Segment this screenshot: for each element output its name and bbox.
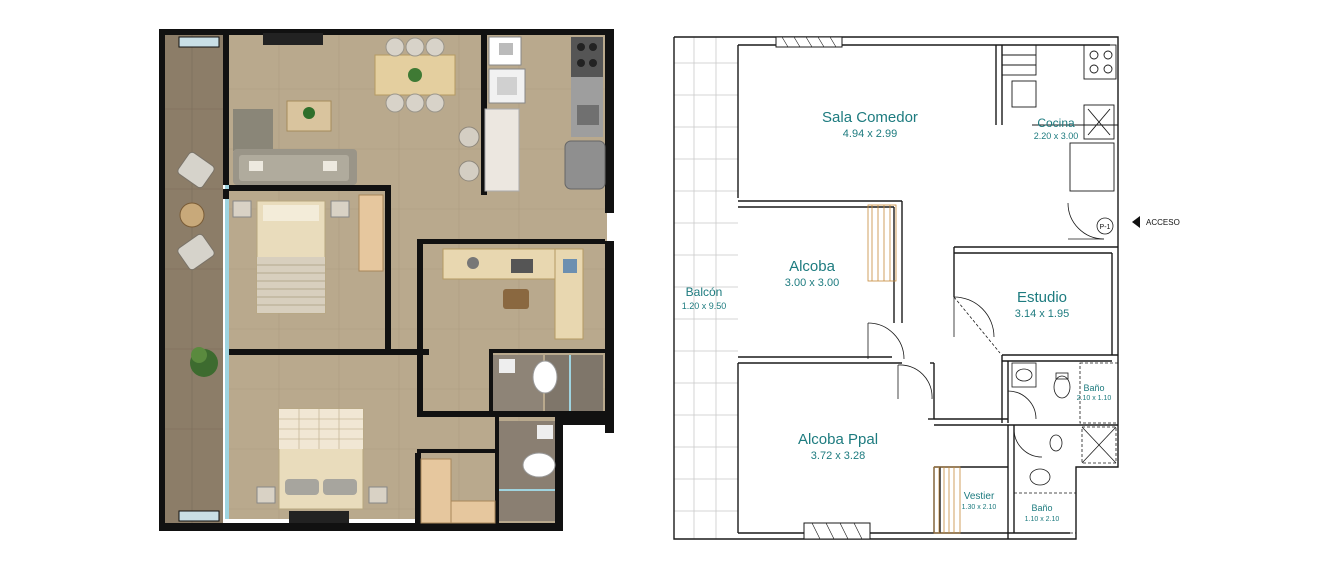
plan-kitchen bbox=[1001, 44, 1118, 192]
dining-set bbox=[374, 37, 456, 113]
room-dims-balcon: 1.20 x 9.50 bbox=[682, 301, 727, 311]
walk-in-closet bbox=[420, 458, 452, 524]
room-name-bano2: Baño bbox=[1031, 503, 1052, 513]
entry-label: ACCESO bbox=[1146, 218, 1180, 227]
room-dims-bano1: 2.10 x 1.10 bbox=[1077, 395, 1112, 402]
room-labels: Sala Comedor 4.94 x 2.99 Cocina 2.20 x 3… bbox=[682, 109, 1112, 523]
door-tag-label: P-1 bbox=[1100, 224, 1111, 231]
bedroom-bed bbox=[232, 200, 350, 314]
room-name-balcon: Balcón bbox=[686, 285, 723, 299]
wardrobe bbox=[358, 194, 384, 272]
room-dims-cocina: 2.20 x 3.00 bbox=[1034, 131, 1079, 141]
room-dims-bano2: 1.10 x 2.10 bbox=[1025, 516, 1060, 523]
room-dims-alcoba: 3.00 x 3.00 bbox=[785, 277, 839, 289]
bathroom2-fixtures bbox=[499, 421, 556, 521]
room-dims-alcoba-ppal: 3.72 x 3.28 bbox=[811, 450, 865, 462]
entry-pointer-icon bbox=[1132, 216, 1140, 228]
plan-closets bbox=[867, 204, 961, 534]
room-name-bano1: Baño bbox=[1083, 383, 1104, 393]
balcony-tiles bbox=[674, 37, 738, 539]
door-tag bbox=[1096, 217, 1114, 235]
room-name-alcoba-ppal: Alcoba Ppal bbox=[798, 431, 878, 448]
room-dims-vestier: 1.30 x 2.10 bbox=[962, 504, 997, 511]
study-diagonal-wall bbox=[953, 296, 1001, 354]
room-dims-estudio: 3.14 x 1.95 bbox=[1015, 308, 1069, 320]
balcony-furniture bbox=[177, 151, 218, 377]
study-desk bbox=[442, 248, 584, 340]
entry-label-box: ACCESO bbox=[1132, 216, 1180, 228]
room-dims-sala: 4.94 x 2.99 bbox=[843, 128, 897, 140]
plan-windows bbox=[775, 36, 871, 540]
master-bed bbox=[256, 408, 388, 510]
furnished-floor-plan-render bbox=[159, 29, 614, 531]
room-name-vestier: Vestier bbox=[964, 491, 995, 502]
room-name-sala: Sala Comedor bbox=[822, 109, 918, 126]
plan-bathrooms bbox=[1011, 362, 1119, 534]
bathroom-fixtures bbox=[493, 355, 603, 411]
room-name-cocina: Cocina bbox=[1037, 116, 1075, 130]
plan-doors bbox=[867, 202, 1105, 458]
sofa bbox=[233, 109, 357, 185]
room-name-estudio: Estudio bbox=[1017, 289, 1067, 306]
room-name-alcoba: Alcoba bbox=[789, 258, 836, 275]
kitchen bbox=[458, 36, 606, 192]
balcony-glass bbox=[225, 49, 229, 519]
architectural-floor-plan: P-1 Sala Comedor 4.94 x 2.99 Cocina 2.20… bbox=[672, 33, 1132, 543]
